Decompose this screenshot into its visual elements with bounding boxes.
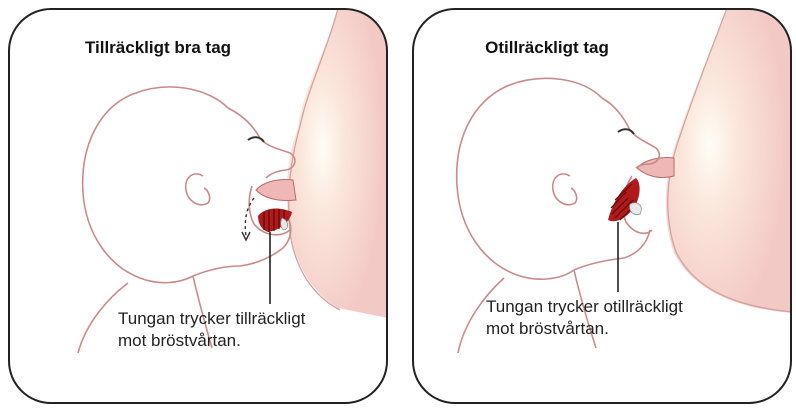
baby-head-outline: [83, 87, 228, 283]
nipple: [637, 157, 674, 177]
ear: [186, 174, 210, 205]
breast-shape: [666, 8, 792, 313]
panel-caption: Tungan trycker tillräckligt mot bröstvår…: [118, 308, 305, 352]
caption-line-2: mot bröstvårtan.: [486, 318, 683, 340]
panel-poor-latch: Otillräckligt tag Tungan trycker otillrä…: [412, 8, 792, 404]
caption-line-1: Tungan trycker otillräckligt: [486, 296, 683, 318]
caption-line-1: Tungan trycker tillräckligt: [118, 308, 305, 330]
movement-arrow: [245, 198, 254, 236]
panel-good-latch: Tillräckligt bra tag Tungan trycker till…: [8, 8, 388, 404]
ear: [553, 174, 577, 205]
eye: [618, 129, 634, 134]
eye: [248, 137, 264, 142]
tongue: [608, 178, 640, 221]
panel-caption: Tungan trycker otillräckligt mot bröstvå…: [486, 296, 683, 340]
caption-line-2: mot bröstvårtan.: [118, 330, 305, 352]
panel-title: Tillräckligt bra tag: [8, 38, 308, 58]
panel-title: Otillräckligt tag: [412, 38, 682, 58]
poor-latch-illustration: [412, 8, 792, 404]
nipple: [256, 179, 296, 200]
baby-head-outline: [457, 78, 602, 279]
